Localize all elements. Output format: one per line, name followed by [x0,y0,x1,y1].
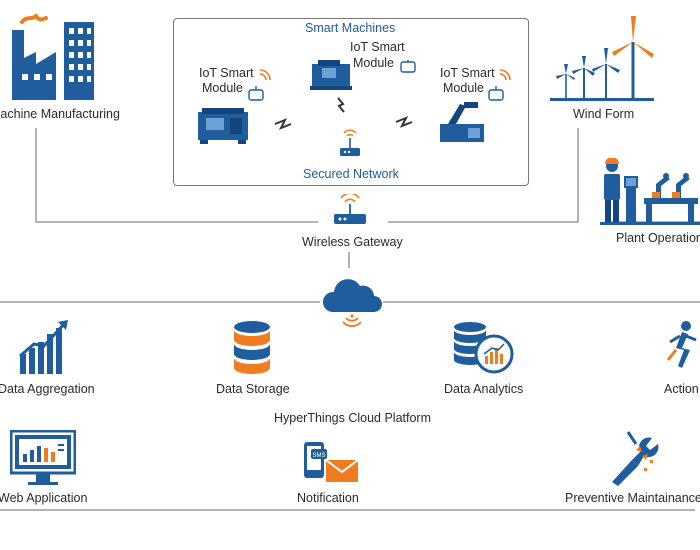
signal-bolt-icon [395,116,413,128]
chip-icon [488,86,504,101]
wind-turbine-icon [550,16,654,101]
signal-bolt-icon [337,97,345,113]
module-1-line1: IoT Smart [199,66,254,80]
data-aggregation-label: Data Aggregation [0,382,95,396]
web-application-label: Web Application [0,491,88,505]
factory-icon [12,14,94,100]
bar-chart-icon [19,320,68,374]
running-person-icon [666,321,697,368]
plant-operation-icon [600,158,700,225]
machine-manufacturing-label: Machine Manufacturing [0,107,120,121]
analytics-database-icon [454,322,514,374]
secured-network-label: Secured Network [303,167,399,181]
signal-bolt-icon [274,118,292,130]
module-3-line2: Module [443,81,484,95]
sms-mail-icon: SMS [304,442,359,482]
module-3-line1: IoT Smart [440,66,495,80]
smart-machines-box [173,18,529,186]
machine-icon [310,60,352,90]
plant-operation-label: Plant Operation [616,231,700,245]
wifi-icon [499,69,511,81]
router-icon [340,129,360,156]
module-1-line2: Module [202,81,243,95]
robot-machine-icon [440,102,484,142]
wind-farm-label: Wind Form [573,107,635,121]
machine-icon [198,108,248,144]
preventive-maintenance-label: Preventive Maintainance [565,491,700,505]
smart-machines-icons [198,60,511,156]
notification-label: Notification [297,491,359,505]
module-2-line2: Module [353,56,394,70]
chip-icon [248,86,264,101]
monitor-chart-icon [10,430,76,485]
data-analytics-label: Data Analytics [444,382,524,396]
platform-name: HyperThings Cloud Platform [274,411,432,425]
wireless-gateway-label: Wireless Gateway [302,235,403,249]
wireless-gateway-icon [334,194,366,224]
cloud-icon [322,279,382,327]
smart-machines-title: Smart Machines [305,21,396,35]
database-icon [234,321,270,374]
chip-icon [400,60,416,73]
broken-wrench-icon [612,431,659,486]
wifi-icon [259,69,271,81]
svg-text:SMS: SMS [313,453,326,459]
module-2-line1: IoT Smart [350,40,405,54]
action-label: Action [664,382,699,396]
data-storage-label: Data Storage [216,382,290,396]
